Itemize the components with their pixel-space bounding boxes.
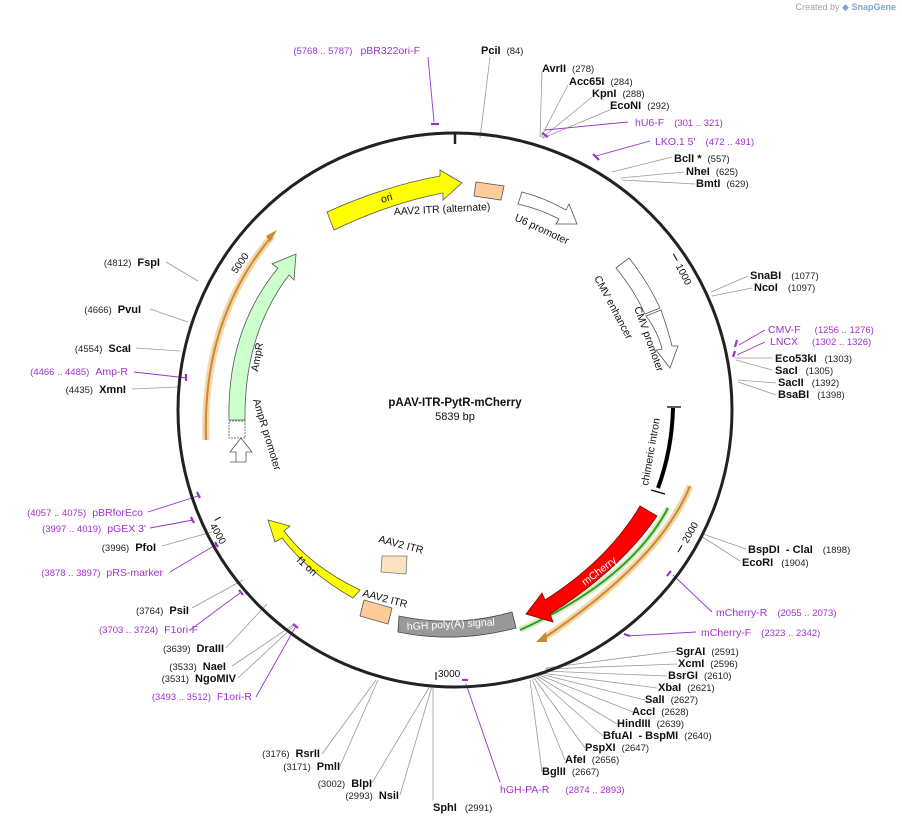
- primer-prs-marker[interactable]: (3878 .. 3897)pRS-marker: [41, 567, 163, 579]
- primer-hu6-f[interactable]: hU6-F(301 .. 321): [635, 117, 723, 129]
- primer-leaders: [133, 56, 766, 783]
- site-blpi[interactable]: (3002)BlpI: [318, 778, 372, 790]
- site-bspdi-clai[interactable]: BspDI - ClaI(1898): [748, 544, 850, 556]
- aav2-itr-1-label: AAV2 ITR: [377, 533, 425, 557]
- plasmid-size: 5839 bp: [435, 411, 475, 423]
- snapgene-credit: Created by ◆ SnapGene: [796, 2, 897, 13]
- feature-ampr[interactable]: AmpR: [228, 253, 297, 439]
- primer-labels: (5768 .. 5787)pBR322ori-F hU6-F(301 .. 3…: [27, 45, 874, 796]
- primer-f1ori-r[interactable]: (3493 .. 3512)F1ori-R: [152, 691, 253, 703]
- site-eco53ki[interactable]: Eco53kI(1303): [775, 353, 852, 365]
- hgh-polya-label: hGH poly(A) signal: [407, 616, 496, 633]
- aav2-itr-alternate-label: AAV2 ITR (alternate): [394, 201, 491, 218]
- primer-cmv-f[interactable]: CMV-F(1256 .. 1276): [768, 324, 874, 336]
- site-naei[interactable]: (3533)NaeI: [169, 661, 226, 673]
- primer-pbr322ori-f[interactable]: (5768 .. 5787)pBR322ori-F: [293, 45, 420, 57]
- feature-hgh-polya[interactable]: hGH poly(A) signal: [397, 611, 517, 638]
- site-bglii[interactable]: BglII(2667): [542, 766, 599, 778]
- site-draiii[interactable]: (3639)DraIII: [163, 643, 224, 655]
- site-xmni[interactable]: (4435)XmnI: [66, 384, 126, 396]
- site-afei[interactable]: AfeI(2656): [565, 754, 619, 766]
- site-bcli[interactable]: BclI *(557): [674, 153, 730, 165]
- feature-ori[interactable]: ori: [326, 169, 463, 231]
- feature-cmv-promoter[interactable]: CMV promoter: [631, 305, 679, 374]
- site-econi[interactable]: EcoNI(292): [610, 100, 669, 112]
- site-hindiii[interactable]: HindIII(2639): [617, 718, 684, 730]
- site-ngomiv[interactable]: (3531)NgoMIV: [162, 673, 237, 685]
- site-sgrai[interactable]: SgrAI(2591): [676, 646, 739, 658]
- feature-ampr-orf: [202, 230, 277, 441]
- ori-label: ori: [379, 191, 394, 206]
- feature-chimeric-intron[interactable]: chimeric intron: [639, 406, 681, 495]
- site-scai[interactable]: (4554)ScaI: [75, 343, 131, 355]
- feature-orf-line-1: [536, 484, 694, 642]
- site-pfoi[interactable]: (3996)PfoI: [102, 542, 156, 554]
- tick-4000: 4000: [207, 522, 228, 547]
- site-xcmi[interactable]: XcmI(2596): [678, 658, 738, 670]
- site-avrii[interactable]: AvrII(278): [542, 63, 594, 75]
- site-ncoi[interactable]: NcoI(1097): [754, 282, 815, 294]
- site-snabi[interactable]: SnaBI(1077): [750, 270, 819, 282]
- primer-mcherry-f[interactable]: mCherry-F(2323 .. 2342): [701, 627, 820, 639]
- feature-u6-promoter[interactable]: U6 promoter: [513, 191, 578, 248]
- site-acc65i[interactable]: Acc65I(284): [569, 76, 633, 88]
- site-xbai[interactable]: XbaI(2621): [658, 682, 715, 694]
- ampr-promoter-label: AmpR promoter: [250, 397, 283, 472]
- primer-hgh-pa-r[interactable]: hGH-PA-R(2874 .. 2893): [500, 784, 625, 796]
- site-nhei[interactable]: NheI(625): [686, 166, 738, 178]
- site-sphi[interactable]: SphI(2991): [433, 802, 492, 814]
- feature-f1-ori[interactable]: f1 ori: [267, 519, 361, 599]
- primer-lko1[interactable]: LKO.1 5'(472 .. 491): [655, 136, 754, 148]
- primer-pbrforeco[interactable]: (4057 .. 4075)pBRforEco: [27, 507, 143, 519]
- site-bsrgi[interactable]: BsrGI(2610): [668, 670, 731, 682]
- site-kpni[interactable]: KpnI(288): [592, 88, 645, 100]
- primer-mcherry-r[interactable]: mCherry-R(2055 .. 2073): [716, 607, 837, 619]
- site-fspi[interactable]: (4812)FspI: [104, 257, 160, 269]
- chimeric-intron-label: chimeric intron: [639, 417, 663, 486]
- site-saci[interactable]: SacI(1305): [775, 365, 833, 377]
- site-pspxi[interactable]: PspXI(2647): [585, 742, 649, 754]
- site-pvui[interactable]: (4666)PvuI: [84, 304, 141, 316]
- primer-lncx[interactable]: LNCX(1302 .. 1326): [770, 336, 871, 348]
- site-psii[interactable]: (3764)PsiI: [136, 605, 189, 617]
- primer-marks: [184, 122, 739, 682]
- site-bsabi[interactable]: BsaBI(1398): [778, 389, 845, 401]
- restriction-sites-left: SphI(2991) (2993)NsiI (3002)BlpI (3171)P…: [66, 257, 493, 814]
- site-rsrii[interactable]: (3176)RsrII: [262, 748, 320, 760]
- primer-f1ori-f[interactable]: (3703 .. 3724)F1ori-F: [99, 624, 198, 636]
- site-bfuai-bspmi[interactable]: BfuAI - BspMI(2640): [603, 730, 712, 742]
- restriction-sites-right: PciI(84) AvrII(278) Acc65I(284) KpnI(288…: [481, 45, 852, 778]
- feature-aav2-itr-1[interactable]: AAV2 ITR: [377, 533, 425, 575]
- left-leaders: [131, 261, 434, 800]
- feature-aav2-itr-alternate[interactable]: AAV2 ITR (alternate): [394, 181, 505, 218]
- primer-pgex-3[interactable]: (3997 .. 4019)pGEX 3': [42, 523, 146, 535]
- ampr-label: AmpR: [249, 341, 266, 372]
- credit-brand: SnapGene: [851, 2, 896, 12]
- site-sacii[interactable]: SacII(1392): [778, 377, 839, 389]
- site-sali[interactable]: SalI(2627): [645, 694, 698, 706]
- site-acci[interactable]: AccI(2628): [632, 706, 689, 718]
- f1-ori-label: f1 ori: [294, 554, 319, 579]
- plasmid-name: pAAV-ITR-PytR-mCherry: [388, 397, 522, 409]
- site-ecori[interactable]: EcoRI(1904): [742, 557, 809, 569]
- site-pmli[interactable]: (3171)PmlI: [283, 761, 340, 773]
- site-bmti[interactable]: BmtI(629): [696, 178, 749, 190]
- primer-amp-r[interactable]: (4466 .. 4485)Amp-R: [30, 366, 128, 378]
- right-leaders: [479, 56, 777, 773]
- snapgene-logo-icon: ◆: [842, 2, 849, 12]
- tick-3000: 3000: [438, 669, 461, 680]
- site-nsii[interactable]: (2993)NsiI: [345, 790, 399, 802]
- site-pcii[interactable]: PciI(84): [481, 45, 523, 57]
- credit-prefix: Created by: [795, 2, 840, 12]
